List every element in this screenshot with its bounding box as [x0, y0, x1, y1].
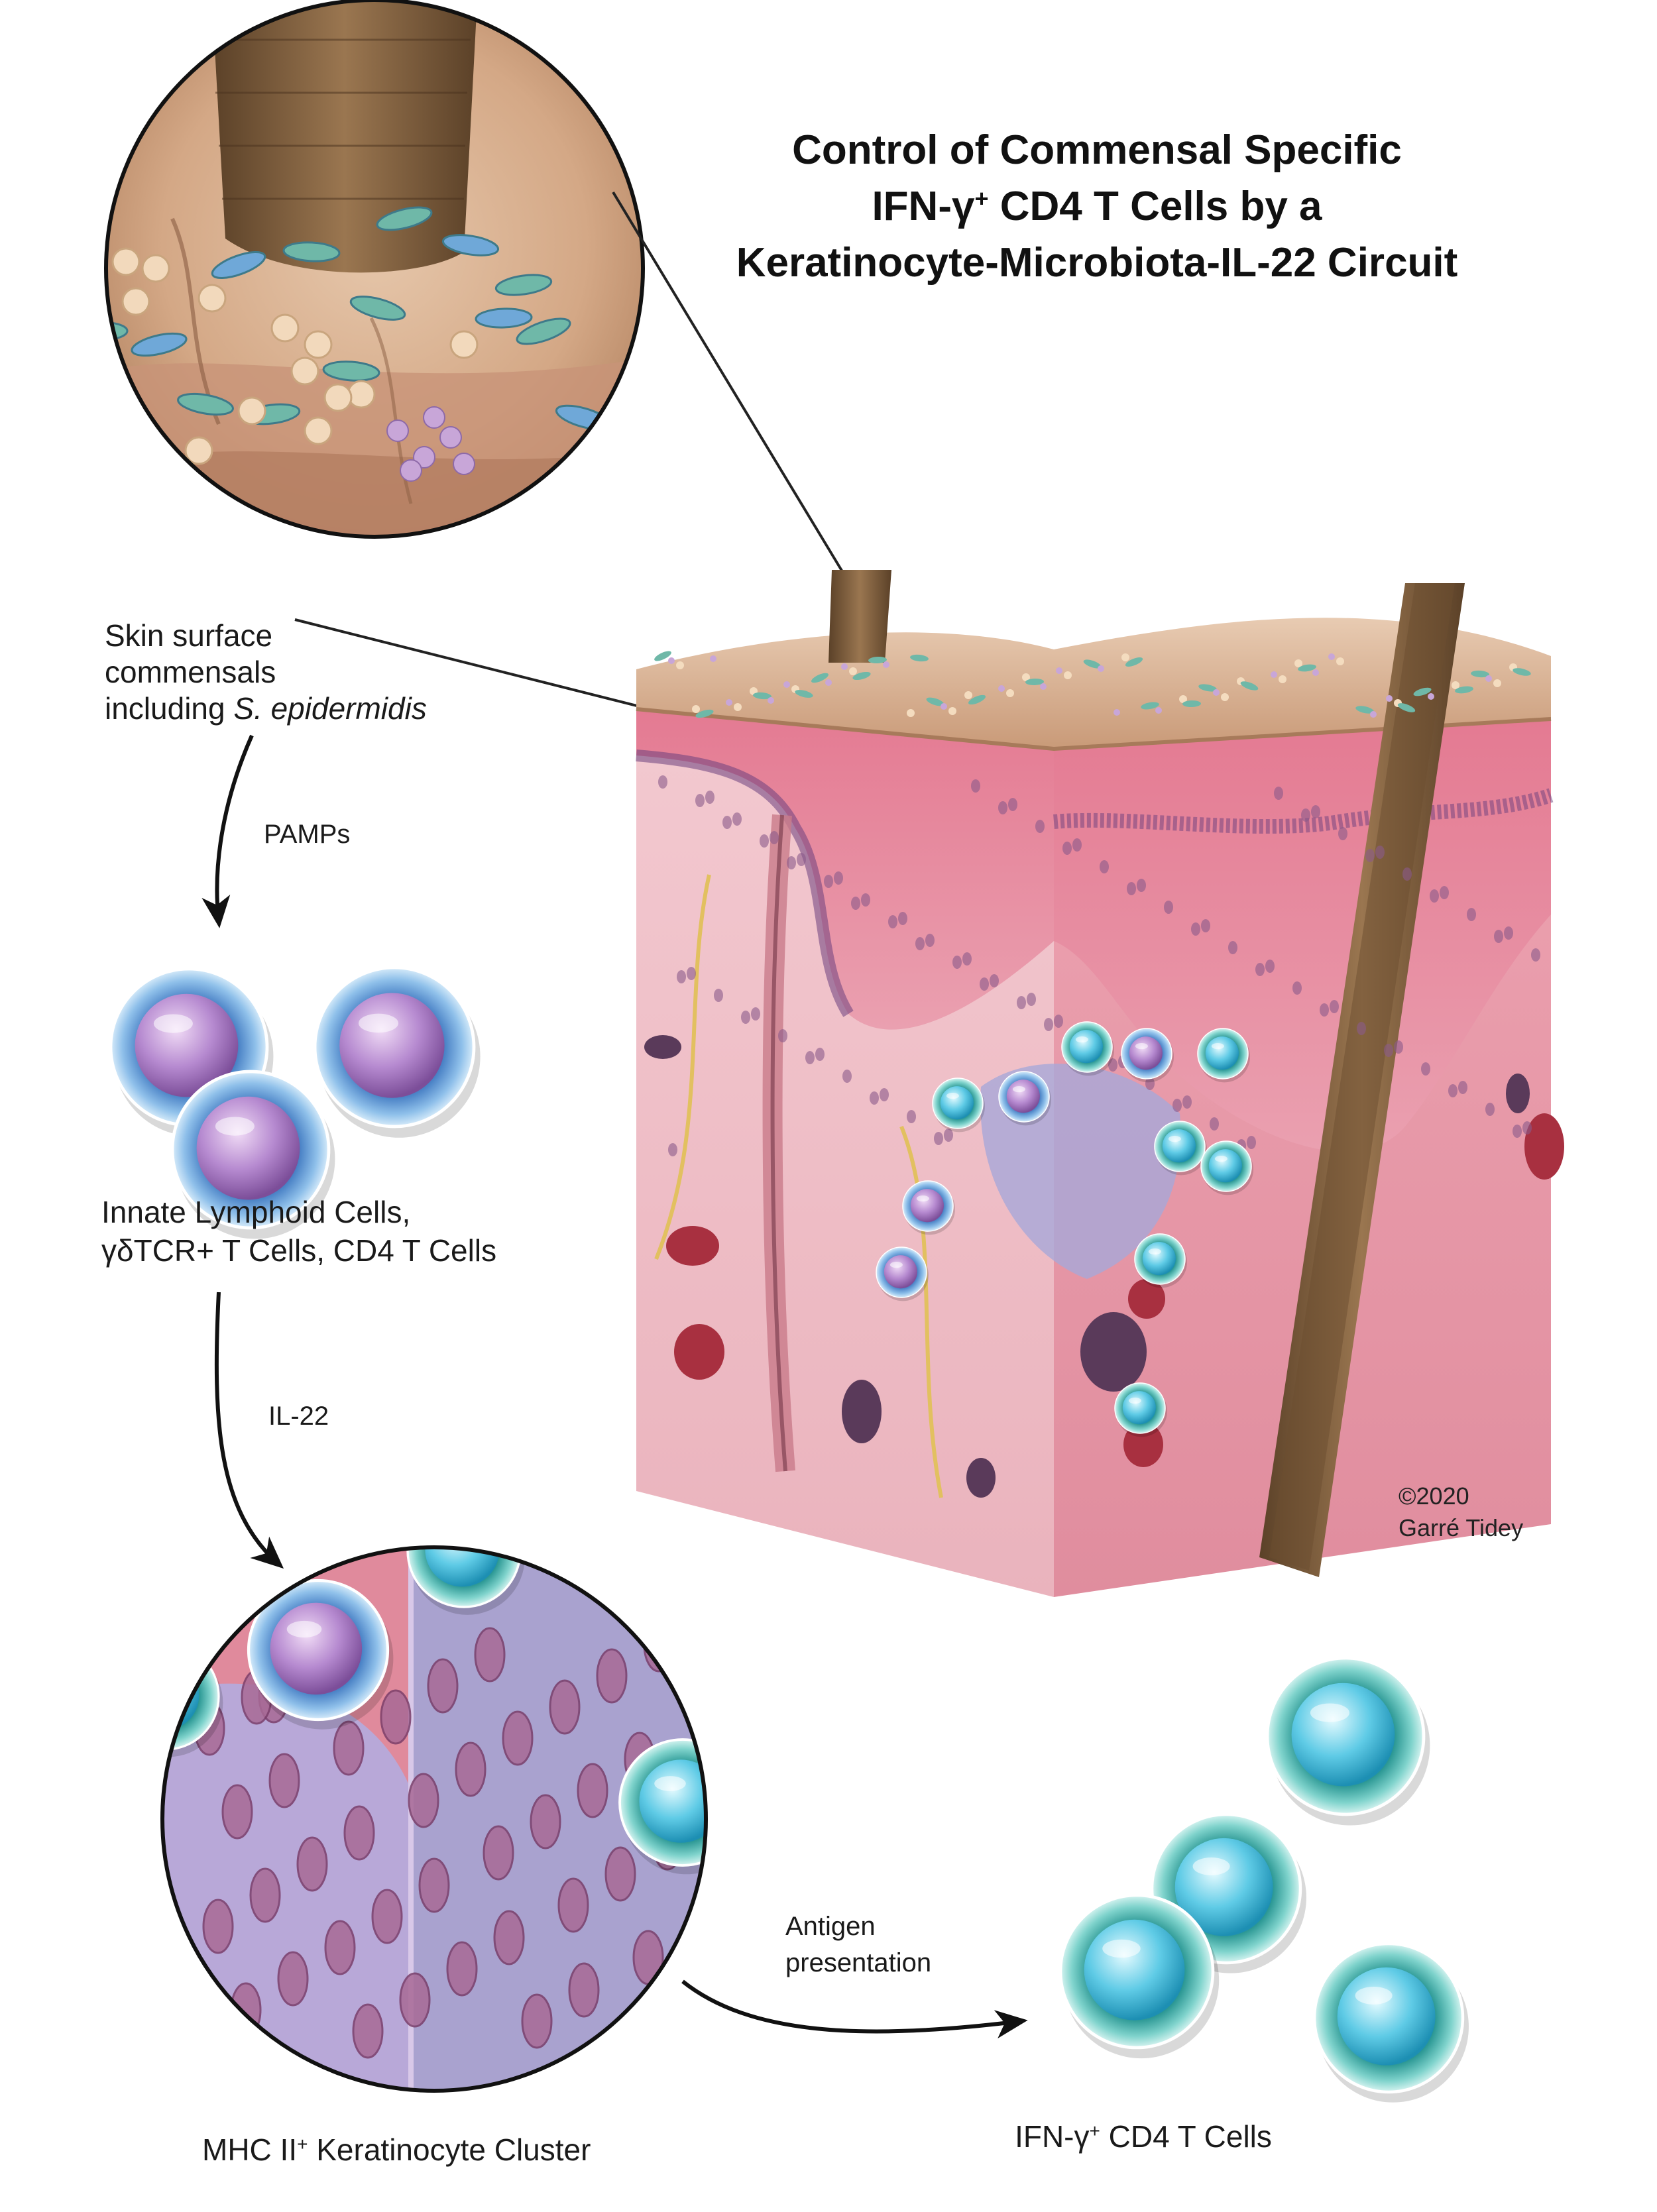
block-immune-cell	[1114, 1382, 1168, 1437]
block-immune-cell	[1154, 1121, 1208, 1176]
block-immune-cell	[1200, 1140, 1254, 1195]
zoomed-innate-cell	[247, 1578, 394, 1730]
antigen-label-line-1: Antigen	[785, 1912, 876, 1941]
surface-label-line-2: commensals	[105, 655, 276, 689]
block-immune-cell	[1197, 1028, 1251, 1083]
mhc-cluster-magnified-circle	[160, 1545, 708, 2093]
block-immune-cell	[876, 1246, 929, 1301]
innate-label-line-2: γδTCR+ T Cells, CD4 T Cells	[101, 1233, 496, 1268]
block-immune-cell	[998, 1071, 1052, 1126]
ifn-cell	[1312, 1942, 1469, 2103]
ifn-label: IFN-γ+ CD4 T Cells	[1015, 2119, 1272, 2154]
surface-label-line-1: Skin surface	[105, 618, 272, 653]
block-immune-cell	[932, 1078, 986, 1133]
il22-arrow	[214, 1292, 284, 1569]
innate-cell	[313, 966, 481, 1138]
antigen-label-line-2: presentation	[785, 1948, 931, 1977]
title-line-1: Control of Commensal Specific	[792, 127, 1402, 173]
block-immune-cell	[1121, 1028, 1174, 1083]
dermal-vessels	[644, 1035, 1564, 1498]
block-immune-cell	[902, 1180, 956, 1235]
pamps-label: PAMPs	[264, 820, 350, 849]
skin-cross-section-block	[636, 570, 1564, 1597]
surface-magnified-circle	[104, 0, 645, 539]
block-surface-bacteria	[654, 651, 1531, 718]
surface-label-line-3: including S. epidermidis	[105, 691, 427, 726]
ifn-cell	[1265, 1656, 1430, 1826]
zoomed-ifn-cell	[618, 1738, 706, 1875]
antigen-presentation-arrow	[681, 1979, 1028, 2039]
title-line-3: Keratinocyte-Microbiota-IL-22 Circuit	[736, 240, 1458, 286]
ifn-cell	[1058, 1893, 1220, 2059]
credit-line-1: ©2020	[1399, 1482, 1469, 1510]
credit-line-2: Garré Tidey	[1399, 1514, 1523, 1541]
mhc-label: MHC II+ Keratinocyte Cluster	[202, 2132, 591, 2167]
innate-label-line-1: Innate Lymphoid Cells,	[101, 1195, 410, 1229]
pamps-arrow	[201, 734, 254, 928]
innate-lymphoid-cells-group	[109, 966, 481, 1239]
innate-cell	[170, 1070, 335, 1239]
title-line-2: IFN-γ+ CD4 T Cells by a	[872, 184, 1322, 229]
il22-label: IL-22	[268, 1402, 329, 1431]
zoom-line-lower	[294, 618, 703, 724]
surface-bacteria-group	[106, 206, 612, 518]
ifn-gamma-cd4-t-cells-group	[1058, 1656, 1469, 2103]
block-immune-cells	[658, 775, 1540, 1437]
block-immune-cell	[1134, 1233, 1188, 1288]
zoomed-ifn-cell	[162, 1642, 223, 1757]
block-immune-cell	[1061, 1021, 1115, 1076]
